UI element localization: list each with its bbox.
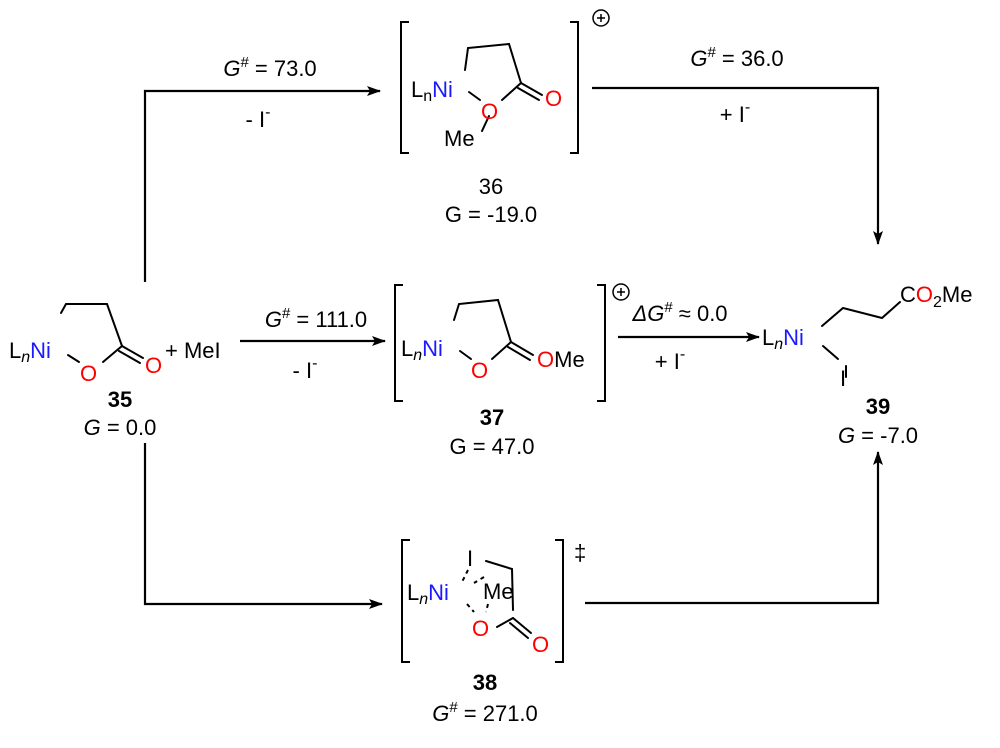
arrow-35-to-38 — [143, 443, 383, 609]
arrow-38-to-39 — [585, 451, 883, 605]
iodide-label: I — [840, 366, 846, 391]
compound-number-36: 36 — [479, 174, 503, 199]
compound-number-38: 38 — [473, 670, 497, 695]
ring-oxygen: O — [80, 361, 97, 386]
iodide-gain-label: + I- — [720, 99, 750, 127]
compound-36: LnNi O O Me 36 G = -19.0 — [400, 9, 610, 227]
cation-charge-icon — [612, 283, 630, 301]
ligand-label: LnNi — [762, 325, 804, 353]
methyl-label: Me — [483, 579, 514, 604]
iodide-label: I — [467, 546, 473, 571]
methyl-label: Me — [444, 126, 475, 151]
arrow-36-to-39: G# = 36.0 + I- — [592, 44, 883, 245]
arrow-35-to-37: G# = 111.0 - I- — [240, 305, 386, 383]
iodide-gain-label-mid: + I- — [655, 346, 685, 374]
energy-39: G = -7.0 — [838, 423, 918, 448]
energy-38: G# = 271.0 — [432, 699, 538, 726]
barrier-label-111: G# = 111.0 — [265, 305, 367, 332]
energy-35: G = 0.0 — [84, 415, 157, 440]
iodide-loss-label-mid: - I- — [293, 355, 318, 383]
ring-oxygen: O — [472, 616, 489, 641]
energy-37: G = 47.0 — [449, 434, 534, 459]
ligand-label: LnNi — [401, 336, 443, 364]
methoxy-label: OMe — [537, 347, 585, 372]
ligand-label: LnNi — [407, 580, 449, 608]
compound-39: LnNi I CO2Me 39 G = -7.0 — [762, 282, 972, 448]
arrow-37-to-39: ΔG# ≈ 0.0 + I- — [618, 299, 760, 374]
ring-oxygen: O — [481, 99, 498, 124]
ligand-label: LnNi — [411, 77, 453, 105]
ester-label: CO2Me — [900, 282, 972, 311]
compound-number-35: 35 — [108, 387, 132, 412]
barrier-label-approx-zero: ΔG# ≈ 0.0 — [631, 299, 727, 326]
reagent-mei: + MeI — [165, 338, 221, 363]
cation-charge-icon — [592, 9, 610, 27]
arrow-35-to-36: G# = 73.0 - I- — [143, 54, 381, 282]
barrier-label-73: G# = 73.0 — [223, 54, 316, 81]
ring-oxygen: O — [471, 358, 488, 383]
barrier-label-36: G# = 36.0 — [690, 44, 783, 71]
compound-number-39: 39 — [866, 394, 890, 419]
compound-37: LnNi O OMe 37 G = 47.0 — [394, 283, 630, 459]
ligand-label: LnNi — [9, 338, 51, 366]
carbonyl-oxygen: O — [545, 86, 562, 111]
energy-36: G = -19.0 — [445, 202, 537, 227]
iodide-loss-label: - I- — [246, 104, 271, 132]
compound-38: ‡ I LnNi Me O O 38 G# = 271.0 — [401, 539, 586, 726]
compound-number-37: 37 — [480, 405, 504, 430]
carbonyl-oxygen: O — [532, 632, 549, 657]
compound-35: LnNi O O + MeI 35 G = 0.0 — [9, 303, 221, 440]
carbonyl-oxygen: O — [145, 353, 162, 378]
transition-state-icon: ‡ — [574, 540, 586, 565]
